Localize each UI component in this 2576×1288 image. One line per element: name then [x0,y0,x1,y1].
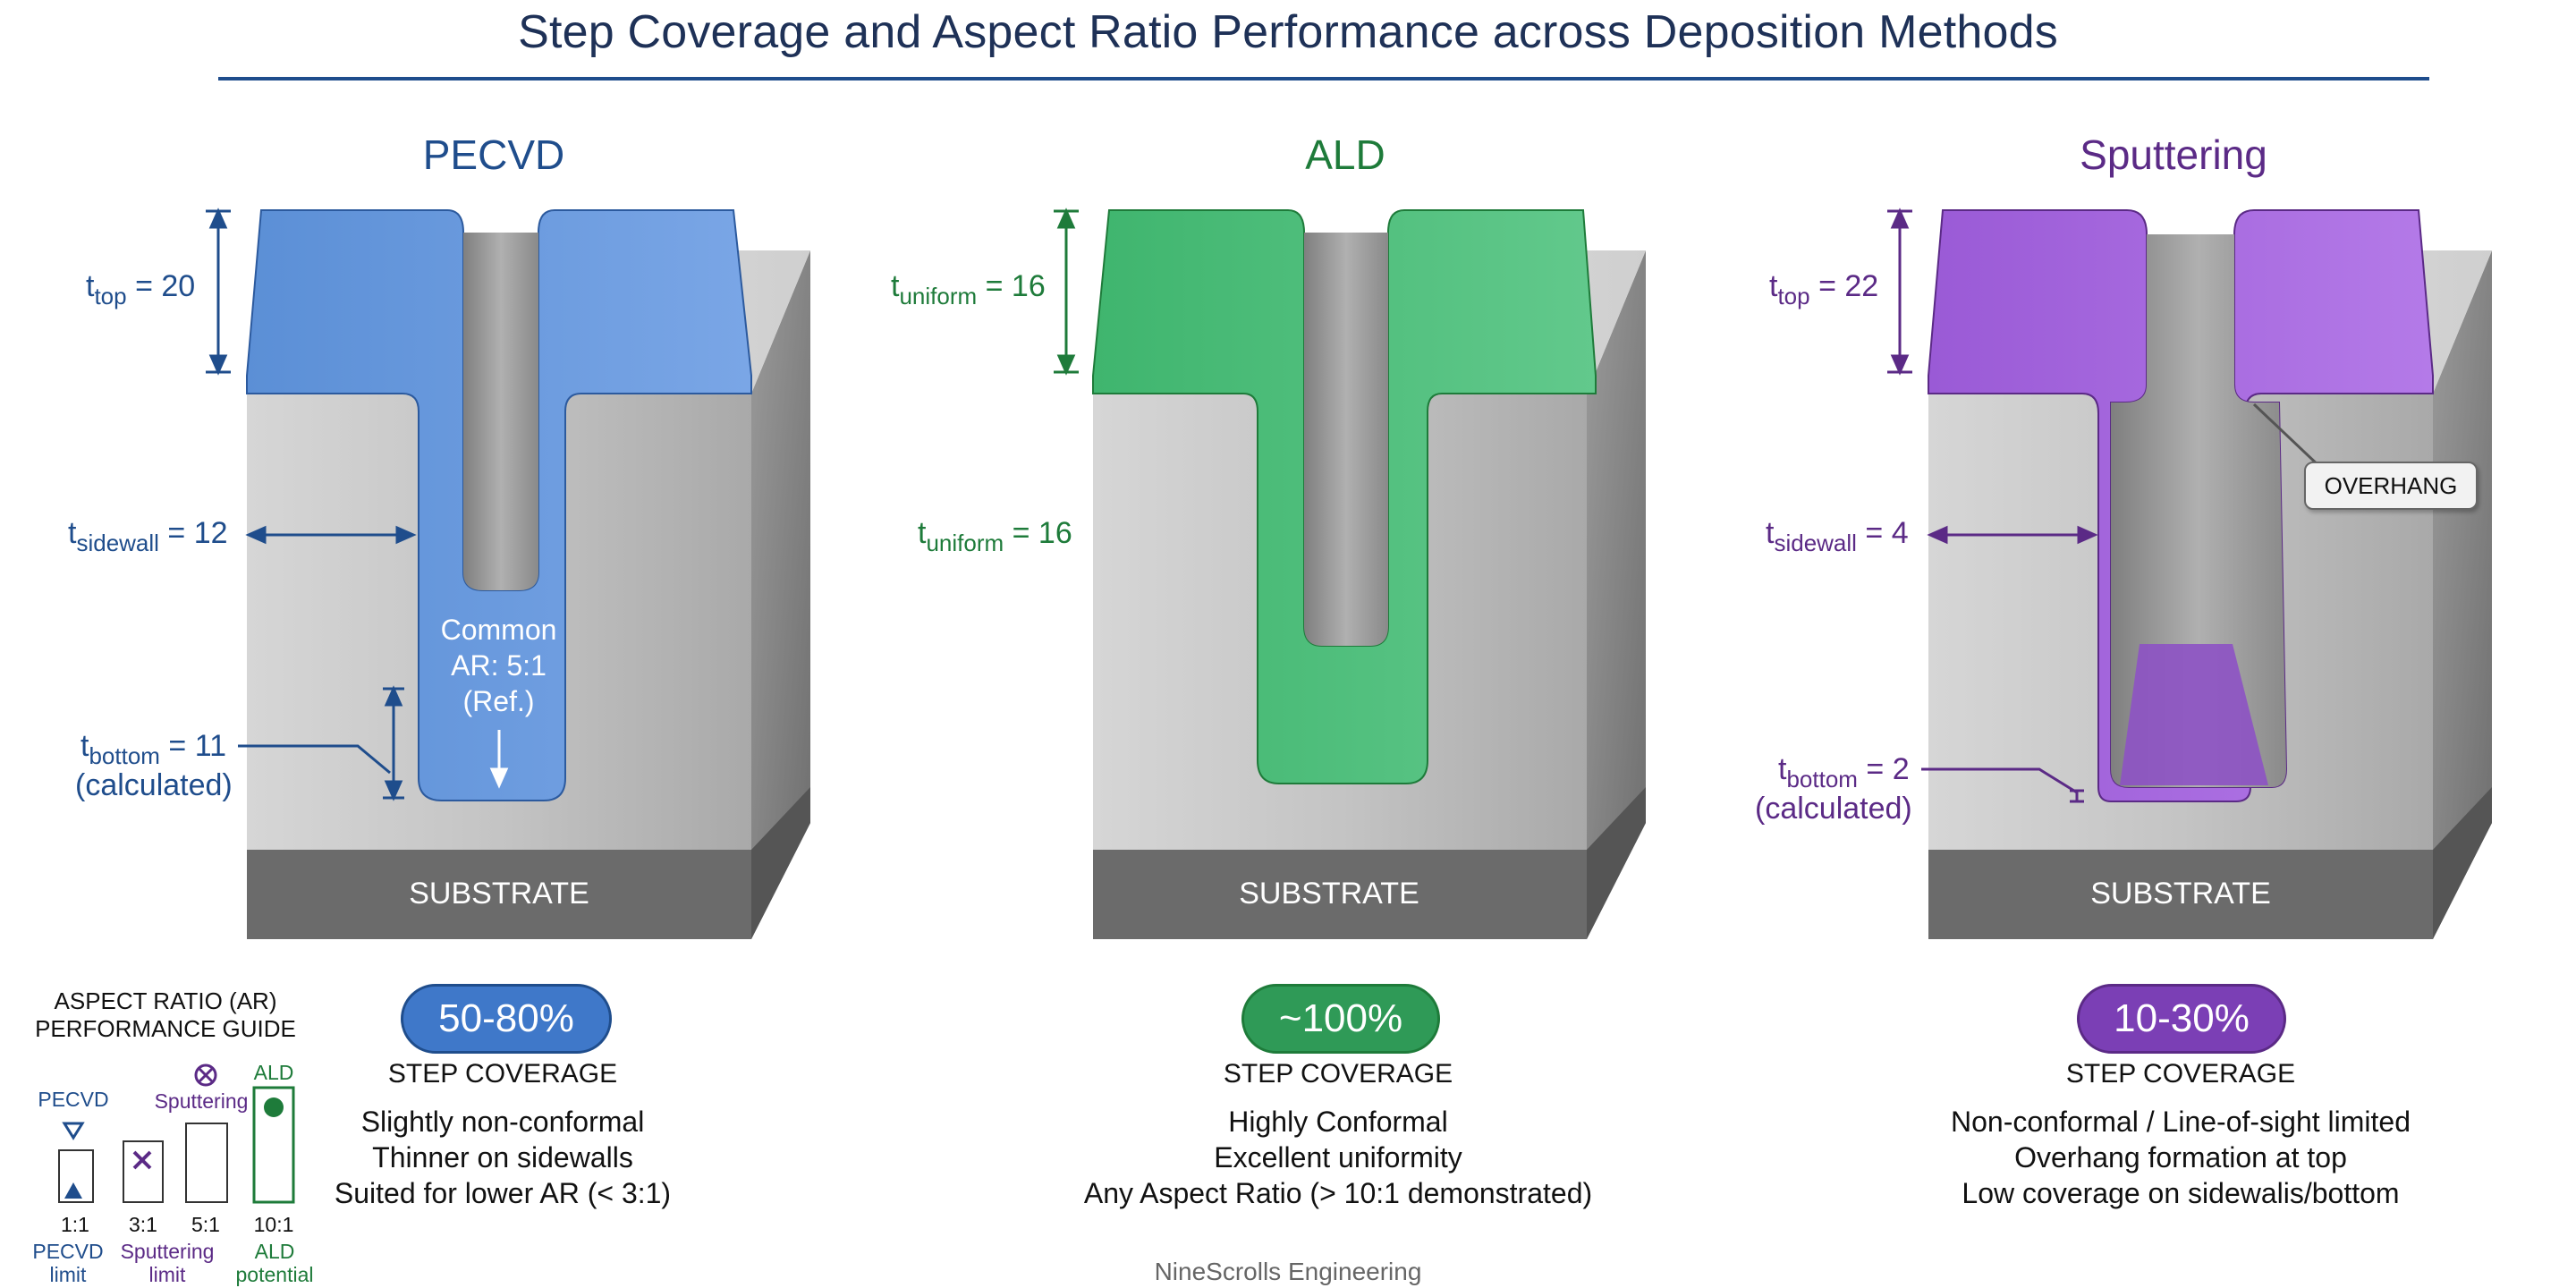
sputtering-dimension-lines [1887,208,2098,803]
pecvd-coverage-badge: 50-80% [401,984,612,1054]
pecvd-diagram [206,208,810,939]
legend-bar-3-1 [123,1140,164,1203]
pecvd-trench-void [463,233,538,590]
ald-substrate-label: SUBSTRATE [1239,877,1419,911]
sputtering-coverage-badge: 10-30% [2077,984,2286,1054]
legend-bar-label-1-1: 1:1 [61,1213,89,1236]
sputtering-block-side [2433,250,2492,939]
pecvd-bottom-note: (calculated) [75,768,233,802]
footer-credit: NineScrolls Engineering [1154,1258,1422,1285]
method-title-ald: ALD [1305,131,1385,178]
title-divider [218,77,2429,80]
pecvd-substrate-label: SUBSTRATE [409,877,589,911]
legend-marker-ald-label: ALD [253,1061,294,1084]
pecvd-limit-icon [64,1182,82,1199]
legend-bar-label-10-1: 10:1 [253,1213,294,1236]
ald-block-side [1587,250,1646,939]
sputtering-bottom-thickness: tbottom = 2 [1778,752,1910,793]
legend-bar-1-1 [58,1149,94,1203]
ald-step-coverage-label: STEP COVERAGE [1223,1059,1453,1089]
ar-legend-title: ASPECT RATIO (AR) PERFORMANCE GUIDE [35,987,296,1042]
pecvd-top-thickness: ttop = 20 [86,269,196,310]
method-title-sputtering: Sputtering [2080,131,2267,178]
pecvd-block-side [751,250,810,939]
page-title: Step Coverage and Aspect Ratio Performan… [518,6,2058,58]
legend-marker-pecvd-label: PECVD [38,1088,109,1111]
sputtering-sidewall-thickness: tsidewall = 4 [1766,516,1909,557]
sputtering-bottom-note: (calculated) [1755,792,1912,826]
sputtering-description: Non-conformal / Line-of-sight limited Ov… [1951,1106,2411,1209]
ald-top-thickness: tuniform = 16 [891,269,1046,310]
ald-diagram [1054,208,1646,939]
method-title-pecvd: PECVD [422,131,565,178]
sputtering-step-coverage-label: STEP COVERAGE [2065,1059,2296,1089]
ald-marker-icon [264,1097,284,1117]
ald-trench-void [1304,233,1388,646]
legend-bar-5-1 [185,1123,228,1203]
pecvd-substrate-band [247,850,751,939]
legend-bar-label-5-1: 5:1 [191,1213,220,1236]
sputtering-substrate-band [1928,850,2433,939]
common-ar-annotation: Common AR: 5:1 (Ref.) [440,614,557,717]
ald-description: Highly Conformal Excellent uniformity An… [1083,1106,1593,1209]
pecvd-bottom-thickness: tbottom = 11 [80,729,227,770]
overhang-leader-line [2252,402,2324,470]
sputtering-diagram [1887,208,2492,939]
pecvd-step-coverage-label: STEP COVERAGE [387,1059,618,1089]
legend-bar-label-3-1: 3:1 [129,1213,157,1236]
ald-sidewall-thickness: tuniform = 16 [918,516,1072,557]
sputtering-substrate-label: SUBSTRATE [2090,877,2271,911]
pecvd-dimension-lines [206,208,417,801]
ald-dimension-lines [1054,208,1079,376]
overhang-callout: OVERHANG [2304,462,2478,510]
pecvd-marker-icon [62,1122,85,1140]
pecvd-sidewall-thickness: tsidewall = 12 [68,516,228,557]
sputtering-top-thickness: ttop = 22 [1769,269,1879,310]
sputtering-film [1928,209,2434,802]
legend-marker-sputtering-label: Sputtering [154,1089,249,1113]
ar-legend-graphics [58,1063,295,1204]
pecvd-description: Slightly non-conformal Thinner on sidewa… [334,1106,672,1209]
ald-coverage-badge: ~100% [1241,984,1440,1054]
sputtering-marker-icon [194,1063,217,1087]
ald-substrate-band [1093,850,1587,939]
